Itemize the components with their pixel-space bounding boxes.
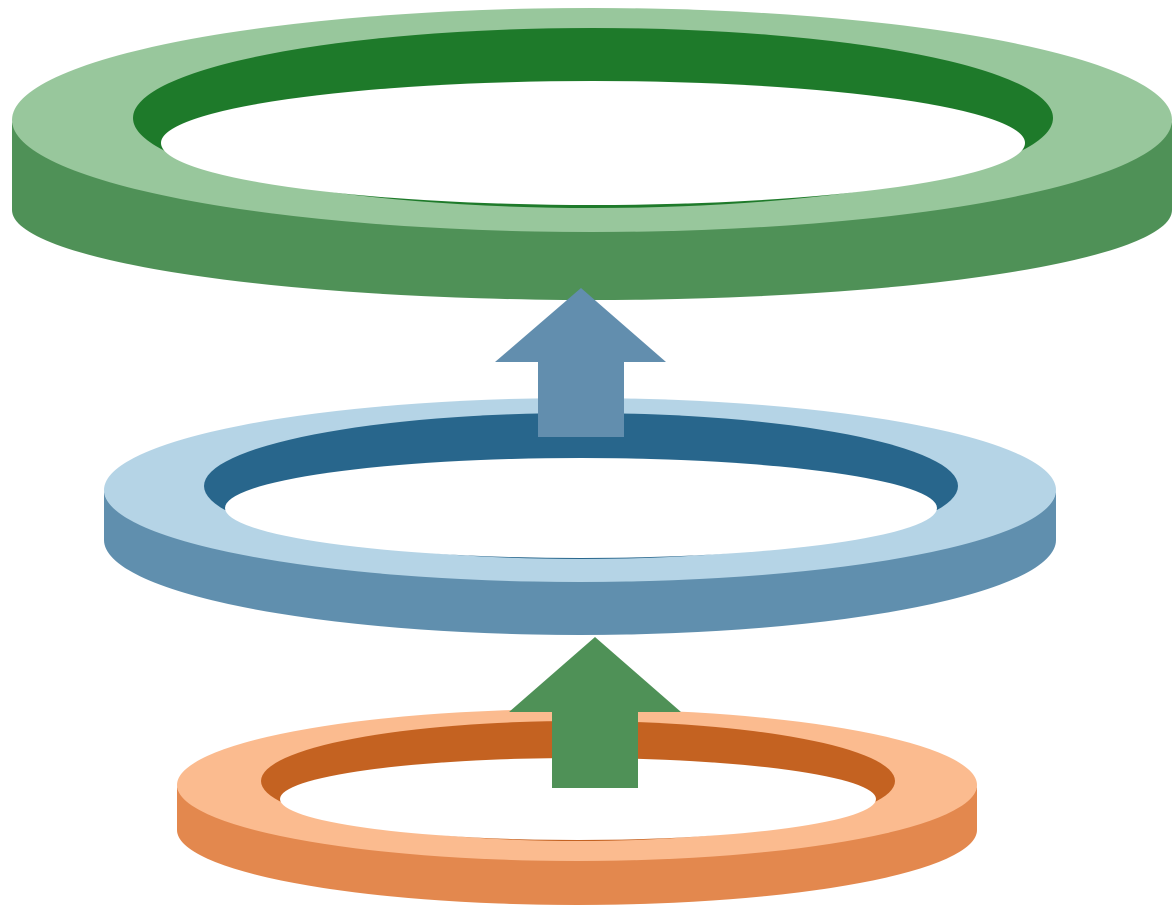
ring-top <box>12 8 1172 300</box>
ring-top-hole <box>161 81 1025 205</box>
ring-middle <box>104 398 1056 635</box>
ring-middle-hole <box>225 458 937 558</box>
ring-middle-side <box>104 490 1056 635</box>
ring-bottom-hole <box>280 758 876 840</box>
arrow-up-icon <box>495 288 666 437</box>
arrow-up-icon <box>509 637 681 788</box>
ring-bottom-side <box>177 785 977 905</box>
